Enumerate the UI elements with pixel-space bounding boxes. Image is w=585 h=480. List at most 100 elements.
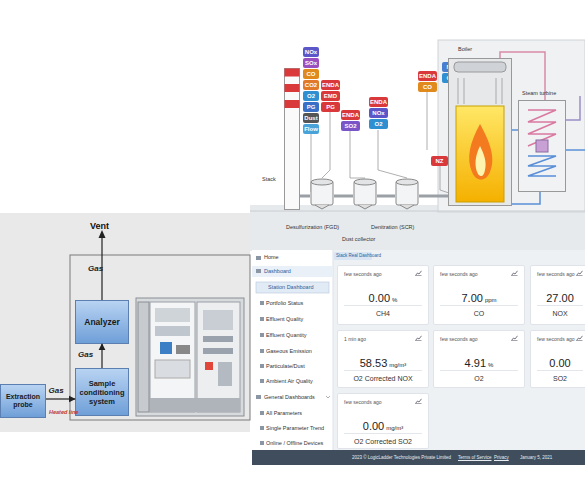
tag-text: CO (423, 84, 432, 90)
card-divider (537, 305, 583, 306)
timestamp: few seconds ago (344, 399, 382, 405)
equipment-label: Steam turbine (522, 90, 556, 96)
value-card: few seconds ago0.00%CH4 (337, 265, 429, 325)
card-divider (344, 370, 422, 371)
connector (101, 344, 102, 368)
reading-unit: % (392, 297, 397, 303)
connector (512, 129, 518, 131)
plant-equipment: Boiler (448, 58, 512, 206)
plant-equipment: Desulfurization (FGD) (310, 178, 334, 210)
menu-item: Effluent Quality (266, 316, 303, 322)
gas-tag: ENDA (369, 97, 388, 107)
reading-value: 0.00 (363, 420, 384, 432)
menu-item: Particulate/Dust (266, 363, 305, 369)
menu-item: Portfolio Status (266, 300, 303, 306)
tag-text: Flow (304, 126, 318, 132)
note-text: Heated line (49, 409, 78, 415)
card-divider (344, 433, 422, 434)
gas-tag: O2 (303, 91, 319, 101)
value-line: 27.00 (531, 288, 585, 306)
value-card: few seconds ago27.00NOX (530, 265, 585, 325)
footer-text: 2023 © LogicLadder Technologies Private … (352, 455, 451, 460)
value-line: 7.00ppm (434, 288, 524, 306)
chart-icon (511, 335, 518, 341)
chart-icon (415, 270, 422, 276)
equipment-label: Stack (262, 176, 276, 182)
box-text: Analyzer (84, 317, 119, 327)
gas-tag: PG (303, 102, 319, 112)
parameter-name: O2 Corrected NOX (338, 375, 428, 382)
menu-item: Home (264, 254, 279, 260)
gas-tag: CO2 (303, 80, 319, 90)
gas-tag: EMD (321, 91, 340, 101)
card-divider (537, 370, 583, 371)
value-card: 1 min ago58.53mg/m³O2 Corrected NOX (337, 330, 429, 388)
box-text: Sample conditioning system (78, 379, 126, 406)
connector (419, 195, 448, 198)
tag-text: ENDA (419, 73, 436, 79)
gas-tag: CO (418, 82, 437, 92)
footer-link: Terms of Service (458, 455, 492, 460)
breadcrumb: Stack Real Dashboard (336, 253, 381, 259)
equipment-label: Boiler (458, 46, 472, 52)
card-divider (440, 370, 518, 371)
tag-text: NOx (372, 110, 384, 116)
gas-tag: SOx (303, 58, 319, 68)
value-line: 4.91% (434, 353, 524, 371)
tag-text: PG (307, 104, 316, 110)
reading-unit: mg/m³ (386, 425, 403, 431)
menu-item: All Parameters (266, 410, 302, 416)
reading-unit: % (488, 362, 493, 368)
reading-value: 0.00 (369, 292, 390, 304)
gas-tag: CO (303, 69, 319, 79)
equipment-shape (353, 178, 377, 210)
plant-equipment: Dust collector (353, 178, 377, 210)
connector (334, 195, 353, 198)
chart-icon (576, 335, 583, 341)
tag-text: O2 (374, 121, 382, 127)
menu-item: Station Dashboard (268, 284, 314, 290)
menu-item: Effluent Quantity (266, 332, 307, 338)
tag-text: NZ (436, 158, 444, 164)
tag-text: O2 (307, 93, 315, 99)
chart-icon (415, 335, 422, 341)
gas-tag: Flow (303, 124, 319, 134)
value-line: 0.00mg/m³ (338, 416, 428, 434)
timestamp: few seconds ago (440, 336, 478, 342)
equipment-shape (310, 178, 334, 210)
gas-tag: SO2 (341, 121, 360, 131)
equipment-shape (448, 58, 512, 206)
equipment-shape (284, 68, 300, 210)
reading-value: 0.00 (549, 357, 570, 369)
timestamp: few seconds ago (537, 336, 575, 342)
menu-item: Ambient Air Quality (266, 378, 313, 384)
tag-text: ENDA (342, 112, 359, 118)
reading-value: 7.00 (461, 292, 482, 304)
connector (46, 398, 75, 399)
tag-text: ENDA (370, 99, 387, 105)
parameter-name: O2 (434, 375, 524, 382)
tag-text: ENDA (322, 82, 339, 88)
gas-tag: ENDA (418, 71, 437, 81)
menu-item: Gaseous Emission (266, 348, 312, 354)
value-card: few seconds ago0.00mg/m³O2 Corrected SO2 (337, 393, 429, 449)
reading-unit: ppm (485, 297, 497, 303)
gas-tag: ENDA (341, 110, 360, 120)
card-divider (344, 305, 422, 306)
process-box: Sample conditioning system (75, 368, 129, 416)
gas-tag: O2 (369, 119, 388, 129)
tag-text: SO2 (344, 123, 356, 129)
reading-value: 27.00 (546, 292, 574, 304)
tag-text: PG (326, 104, 335, 110)
timestamp: 1 min ago (344, 336, 366, 342)
equipment-label: Desulfurization (FGD) (286, 224, 339, 230)
footer-date: January 5, 2021 (520, 455, 552, 460)
box-text: Extraction probe (3, 393, 43, 410)
gas-tag: ENDA (321, 80, 340, 90)
tag-text: NOx (305, 49, 317, 55)
process-box: Analyzer (75, 300, 129, 344)
parameter-name: CH4 (338, 310, 428, 317)
card-divider (440, 305, 518, 306)
value-line: 0.00 (531, 353, 585, 371)
